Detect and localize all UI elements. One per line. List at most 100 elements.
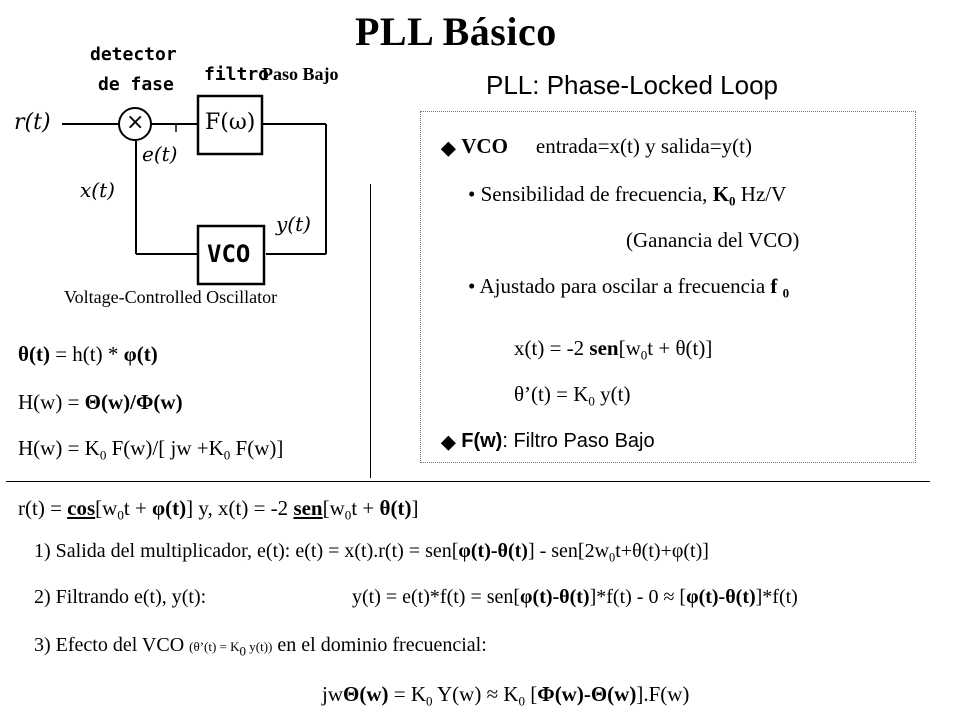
r-w: [w (95, 496, 118, 520)
x-close: ] (411, 496, 419, 520)
s1-b: φ(t)-θ(t) (458, 540, 528, 562)
fw-label: F(w) (461, 430, 503, 452)
s3-b: en el dominio frecuencial: (272, 634, 487, 656)
s4-c: = K (388, 682, 427, 706)
r-mid: ] y, x(t) = -2 (186, 496, 294, 520)
vco-info-box (420, 111, 916, 463)
eq2-rest: y(t) (594, 382, 631, 406)
left-eq-2: H(w) = Θ(w)/Φ(w) (18, 390, 183, 415)
eq1-lhs: x(t) = -2 (514, 336, 590, 360)
vco-line-1: ■VCO entrada=x(t) y salida=y(t) (438, 134, 753, 159)
filter-block-label: F(ω) (205, 110, 256, 135)
r-sub: 0 (117, 507, 124, 523)
vco-block-label: VCO (207, 240, 251, 268)
label-y: y(t) (276, 212, 311, 236)
diamond-bullet-icon: ■ (438, 138, 459, 160)
s3-a: 3) Efecto del VCO (34, 634, 190, 656)
f0-subscript: 0 (782, 285, 790, 301)
step-2-label: 2) Filtrando e(t), y(t): (34, 586, 207, 608)
x-sen: sen (293, 496, 323, 520)
s4-e: [ (525, 682, 538, 706)
hw2-b: F(w)/[ jw +K (106, 436, 224, 460)
eq1-rest: t + θ(t)] (647, 336, 713, 360)
hw2-c: F(w)] (230, 436, 284, 460)
vco-eq-2: θ’(t) = K0 y(t) (514, 382, 631, 409)
step-3: 3) Efecto del VCO (θ’(t) = K0 y(t)) en e… (34, 634, 487, 659)
eq2-sub: 0 (588, 393, 595, 409)
vertical-divider (370, 184, 371, 478)
step-4-eq: jwΘ(w) = K0 Y(w) ≈ K0 [Φ(w)-Θ(w)].F(w) (322, 682, 690, 709)
horizontal-divider (6, 481, 930, 482)
eq1-middle: = h(t) * (49, 342, 124, 366)
hw2-a: H(w) = K (18, 436, 100, 460)
s3-small-b: y(t)) (246, 639, 273, 654)
s2-d: ]*f(t) - 0 ≈ [ (589, 586, 687, 608)
eq1-w: [w (618, 336, 641, 360)
left-eq-1: θ(t) = h(t) * φ(t) (18, 342, 158, 367)
k0-unit: Hz/V (735, 182, 787, 206)
s2-e: φ(t)-θ(t) (686, 586, 756, 608)
s4-sub2: 0 (518, 693, 526, 709)
vco-box (196, 224, 266, 286)
signals-line: r(t) = cos[w0t + φ(t)] y, x(t) = -2 sen[… (18, 496, 419, 523)
page-title: PLL Básico (355, 9, 557, 54)
r-cos: cos (67, 496, 96, 520)
x-theta: θ(t) (379, 496, 412, 520)
ajustado-text: Ajustado para oscilar a frecuencia (479, 274, 771, 298)
s2-f: ]*f(t) (755, 586, 798, 608)
label-x: x(t) (80, 178, 115, 202)
dot-bullet-icon: • (468, 182, 476, 206)
eq1-sen: sen (589, 336, 619, 360)
k0-symbol: K (712, 182, 730, 206)
s4-sub1: 0 (426, 693, 433, 709)
r-t: t + (123, 496, 153, 520)
hw-ratio: Θ(w)/Φ(w) (84, 390, 183, 414)
fw-description: : Filtro Paso Bajo (502, 430, 655, 452)
label-paso-bajo: Paso Bajo (262, 64, 339, 84)
s4-d: Y(w) ≈ K (432, 682, 519, 706)
label-de-fase: de fase (98, 74, 174, 95)
vco-line-2: • Sensibilidad de frecuencia, K0 Hz/V (468, 182, 787, 209)
diamond-bullet-icon: ■ (438, 432, 459, 454)
vco-label: VCO (461, 134, 508, 158)
phi-t: φ(t) (123, 342, 158, 366)
s2-b: y(t) = e(t)*f(t) = sen[ (352, 586, 521, 608)
r-phi: φ(t) (152, 496, 187, 520)
s3-small-sub: 0 (239, 643, 247, 659)
theta-t: θ(t) (18, 342, 50, 366)
s1-d: t+θ(t)+φ(t)] (615, 540, 709, 562)
s3-small: (θ’(t) = K (189, 639, 240, 654)
s1-sub: 0 (609, 550, 616, 565)
label-filtro: filtro (204, 64, 270, 85)
vco-line-4: • Ajustado para oscilar a frecuencia f 0 (468, 274, 790, 301)
eq2-lhs: θ’(t) = K (514, 382, 589, 406)
k0-subscript: 0 (729, 193, 736, 209)
s4-b: Θ(w) (343, 682, 389, 706)
s1-a: 1) Salida del multiplicador, e(t): e(t) … (34, 540, 459, 562)
x-sub: 0 (344, 507, 352, 523)
hw-lhs: H(w) = (18, 390, 85, 414)
s1-c: ] - sen[2w (527, 540, 610, 562)
f0-symbol: f (770, 274, 778, 298)
x-t: t + (351, 496, 380, 520)
label-r-in: r(t) (14, 110, 51, 135)
sensibilidad-text: Sensibilidad de frecuencia, (480, 182, 713, 206)
left-eq-3: H(w) = K0 F(w)/[ jw +K0 F(w)] (18, 436, 284, 463)
hw2-sub2: 0 (223, 447, 231, 463)
pll-block-diagram (62, 94, 327, 286)
eq1-sub: 0 (640, 347, 648, 363)
step-2-eq: y(t) = e(t)*f(t) = sen[φ(t)-θ(t)]*f(t) -… (352, 586, 798, 609)
label-detector: detector (90, 44, 177, 65)
vco-eq-1: x(t) = -2 sen[w0t + θ(t)] (514, 336, 713, 363)
label-e: e(t) (142, 142, 178, 166)
dot-bullet-icon: • (468, 274, 476, 298)
vco-io-text: entrada=x(t) y salida=y(t) (535, 134, 753, 158)
r-lhs: r(t) = (18, 496, 68, 520)
s4-f: Φ(w)-Θ(w) (537, 682, 637, 706)
hw2-sub1: 0 (99, 447, 107, 463)
vco-line-7: ■F(w): Filtro Paso Bajo (438, 430, 655, 453)
s2-c: φ(t)-θ(t) (520, 586, 590, 608)
vco-line-3: (Ganancia del VCO) (626, 228, 800, 252)
s4-g: ].F(w) (636, 682, 690, 706)
multiplier-symbol: × (126, 110, 145, 135)
